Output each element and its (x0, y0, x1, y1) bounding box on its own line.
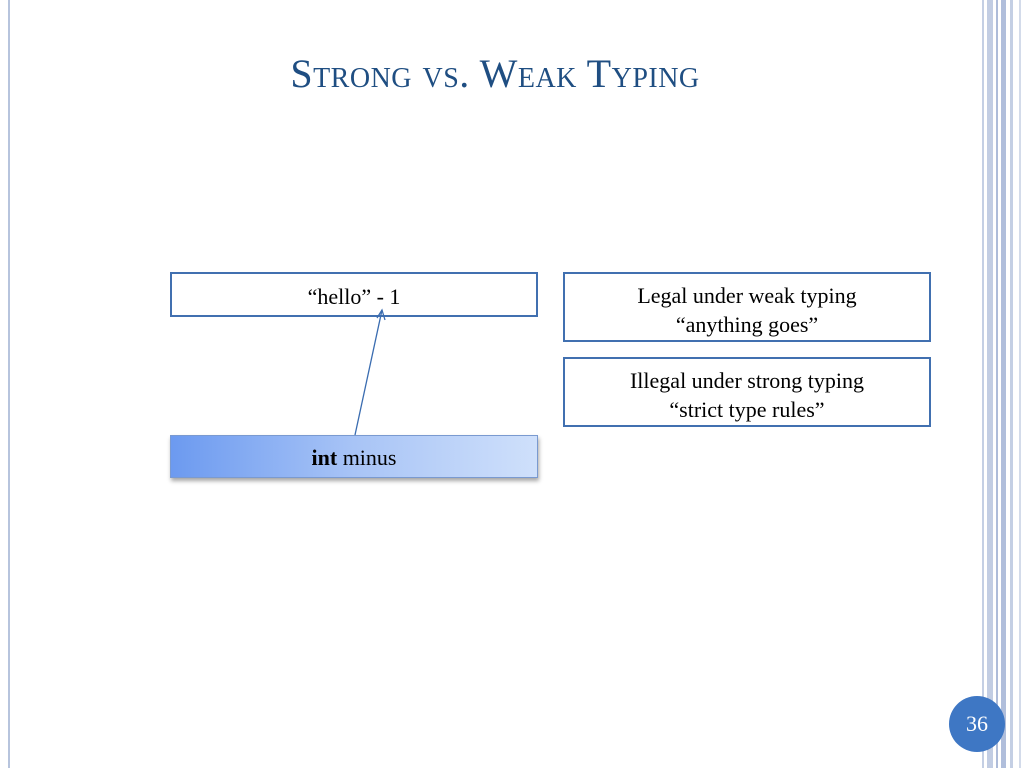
left-border-rule (8, 0, 10, 768)
right-stripe (996, 0, 998, 768)
operator-name: minus (337, 445, 397, 470)
illegal-line-1: Illegal under strong typing (629, 368, 864, 393)
legal-line-2: “anything goes” (675, 312, 819, 337)
operator-box[interactable]: int minus (170, 435, 538, 478)
right-stripe (1010, 0, 1013, 768)
page-number-badge: 36 (949, 696, 1005, 752)
illegal-strong-typing-box[interactable]: Illegal under strong typing “strict type… (563, 357, 931, 427)
slide-title: Strong vs. Weak Typing (290, 51, 700, 96)
right-stripe (982, 0, 984, 768)
operator-keyword: int (311, 445, 338, 470)
illegal-line-2: “strict type rules” (669, 397, 825, 422)
expression-box[interactable]: “hello” - 1 (170, 272, 538, 317)
legal-line-1: Legal under weak typing (637, 283, 857, 308)
right-stripe (1019, 0, 1021, 768)
arrow-line (354, 309, 383, 436)
right-stripe (1001, 0, 1006, 768)
legal-weak-typing-box[interactable]: Legal under weak typing “anything goes” (563, 272, 931, 342)
expression-text: “hello” - 1 (307, 284, 401, 309)
right-stripe (987, 0, 993, 768)
